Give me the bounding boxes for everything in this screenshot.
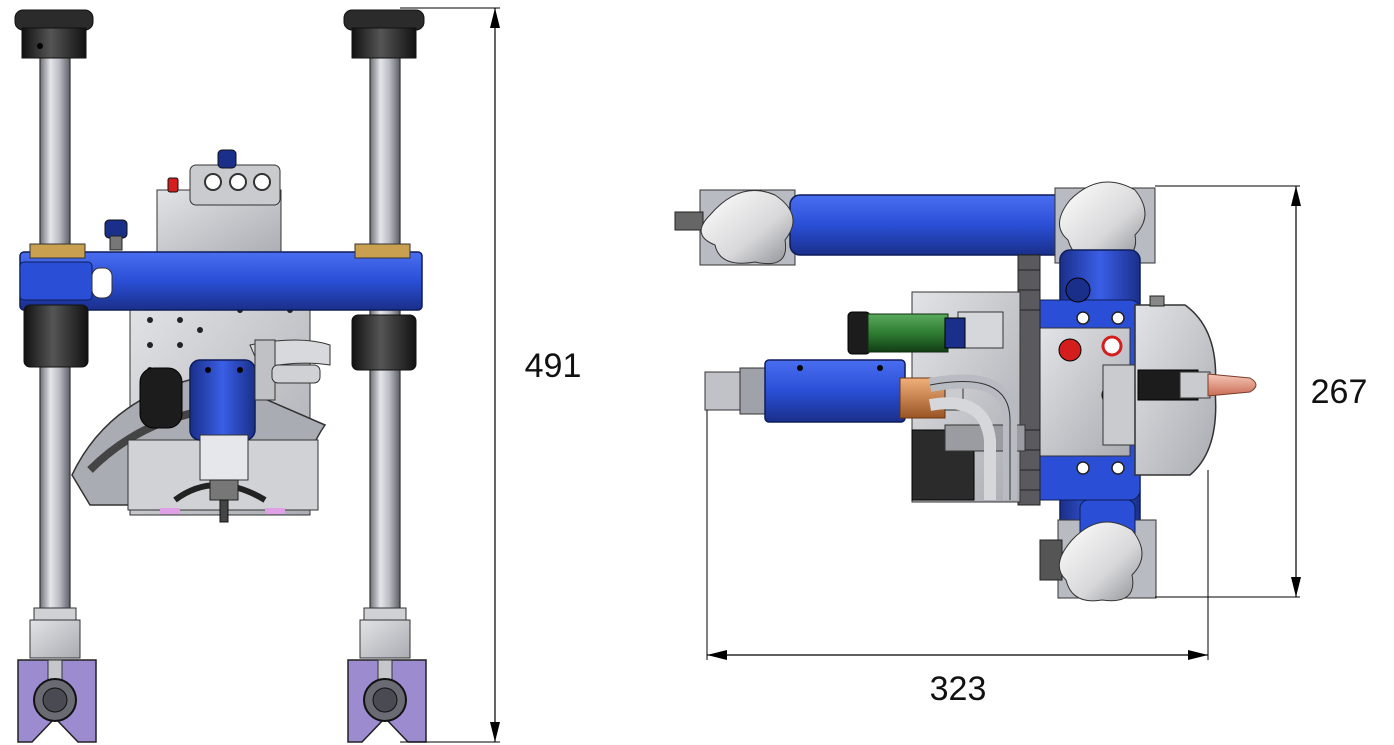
- side-torch-arm: [704, 359, 1017, 500]
- gear-rack: [1017, 254, 1041, 506]
- right-top-knob-icon: [343, 9, 425, 59]
- side-green-motor: [847, 311, 966, 355]
- front-blue-crossbar: [19, 243, 423, 311]
- side-width-label: 323: [930, 670, 987, 708]
- front-height-label: 491: [525, 347, 582, 385]
- left-guide-rod: [14, 9, 97, 743]
- side-view: [674, 181, 1257, 602]
- front-view: [14, 9, 427, 743]
- side-width-dimension: [706, 410, 1209, 660]
- side-top-left-knob-icon: [700, 190, 794, 265]
- red-button-icon: [1058, 338, 1082, 362]
- right-purple-foot-icon: [347, 659, 427, 743]
- side-bottom-clamp: [1039, 499, 1157, 602]
- right-clamp-cylinder: [351, 314, 417, 371]
- side-height-label: 267: [1311, 373, 1368, 411]
- front-torch-assembly: [71, 339, 331, 523]
- left-clamp-cylinder: [23, 304, 89, 368]
- front-motor-housing: [104, 149, 282, 259]
- side-right-shoe: [1134, 295, 1257, 476]
- side-top-blue-bar: [674, 181, 1156, 266]
- torch-nozzle-icon: [1207, 373, 1257, 397]
- red-indicator-icon: [167, 177, 179, 193]
- right-guide-rod: [343, 9, 427, 743]
- left-purple-foot-icon: [17, 659, 97, 743]
- side-height-dimension: [1155, 185, 1301, 598]
- left-top-knob-icon: [14, 9, 94, 59]
- side-vertical-blue-plate: [1024, 249, 1141, 551]
- side-bottom-knob-icon: [1058, 521, 1143, 602]
- front-height-dimension: [400, 7, 500, 743]
